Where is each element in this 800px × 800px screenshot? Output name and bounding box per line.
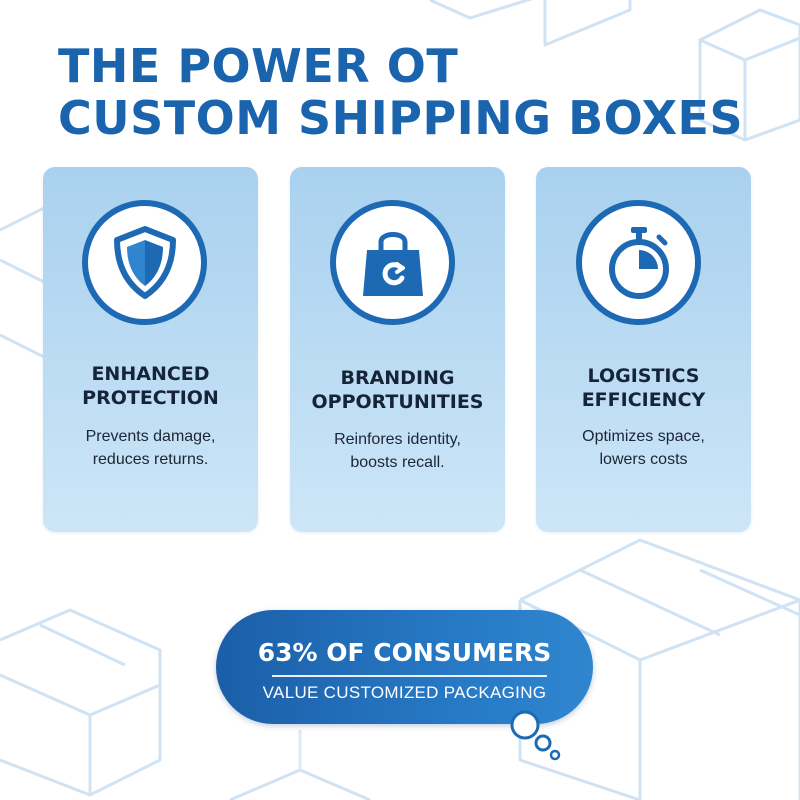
benefit-card-logistics: LOGISTICS EFFICIENCY Optimizes space, lo… xyxy=(536,167,751,532)
thought-bubble-tail-icon xyxy=(510,710,561,761)
stat-headline: 63% OF CONSUMERS xyxy=(257,638,552,667)
card-description: Reinfores identity, boosts recall. xyxy=(290,428,505,474)
shopping-bag-icon xyxy=(362,231,423,296)
card-heading: BRANDING OPPORTUNITIES xyxy=(290,366,505,414)
card-text-line-2: boosts recall. xyxy=(350,454,445,471)
stat-subtext: VALUE CUSTOMIZED PACKAGING xyxy=(262,683,547,702)
card-heading-line-2: OPPORTUNITIES xyxy=(311,391,484,413)
card-heading-line-1: ENHANCED xyxy=(91,363,210,385)
title-line-2: CUSTOM SHIPPING BOXES xyxy=(58,91,744,145)
card-heading-line-1: BRANDING xyxy=(340,367,455,389)
card-heading-line-2: PROTECTION xyxy=(82,387,219,409)
card-text-line-1: Prevents damage, xyxy=(85,428,216,445)
card-heading: ENHANCED PROTECTION xyxy=(43,362,258,410)
card-description: Prevents damage, reduces returns. xyxy=(43,425,258,471)
icon-circle xyxy=(82,200,207,325)
stopwatch-icon xyxy=(608,226,669,299)
benefit-card-protection: ENHANCED PROTECTION Prevents damage, red… xyxy=(43,167,258,532)
benefit-card-branding: BRANDING OPPORTUNITIES Reinfores identit… xyxy=(290,167,505,532)
icon-circle xyxy=(576,200,701,325)
card-text-line-1: Optimizes space, xyxy=(582,428,705,445)
card-text-line-2: reduces returns. xyxy=(92,451,209,468)
card-text-line-1: Reinfores identity, xyxy=(334,431,461,448)
stat-callout: 63% OF CONSUMERS VALUE CUSTOMIZED PACKAG… xyxy=(216,610,593,724)
shield-icon xyxy=(113,225,176,299)
stat-divider xyxy=(272,675,547,677)
card-heading-line-1: LOGISTICS xyxy=(587,365,700,387)
page-title: THE POWER OT CUSTOM SHIPPING BOXES xyxy=(58,40,743,144)
card-text-line-2: lowers costs xyxy=(599,451,688,468)
card-heading: LOGISTICS EFFICIENCY xyxy=(536,364,751,412)
card-heading-line-2: EFFICIENCY xyxy=(581,389,706,411)
title-line-1: THE POWER OT xyxy=(58,39,459,93)
card-description: Optimizes space, lowers costs xyxy=(536,425,751,471)
icon-circle xyxy=(330,200,455,325)
